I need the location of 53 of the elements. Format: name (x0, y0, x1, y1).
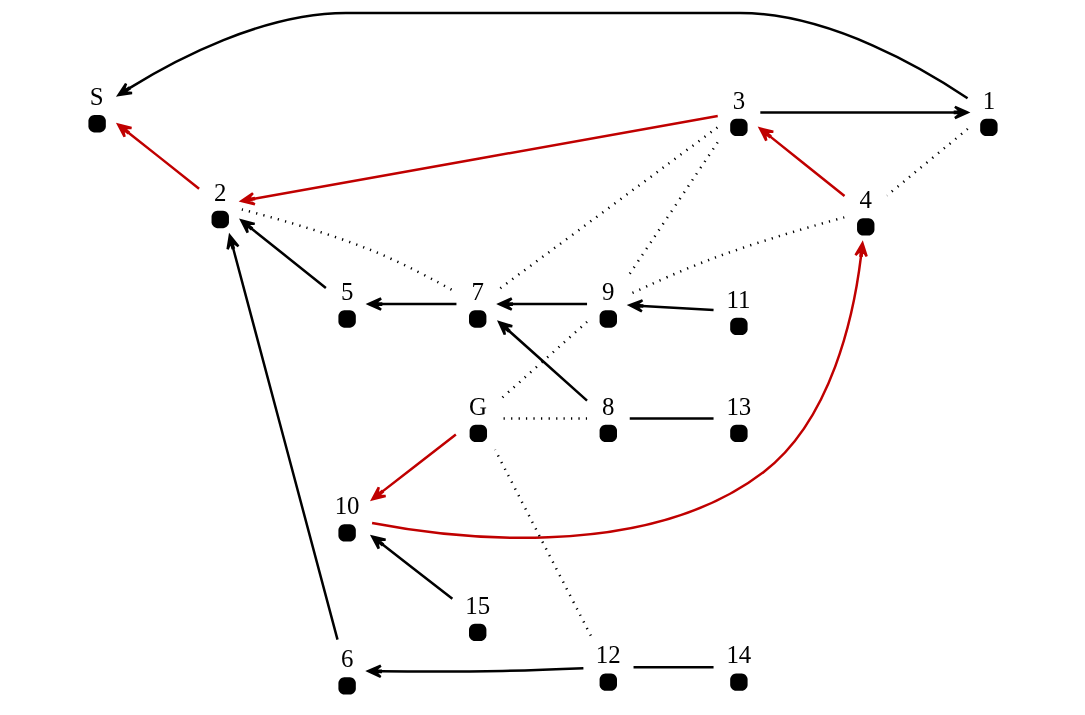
node-label: 1 (982, 86, 995, 114)
node-circle (599, 310, 617, 328)
node-circle (979, 118, 998, 137)
node-circle (468, 310, 486, 328)
arrow (116, 123, 200, 190)
arrow (370, 535, 453, 600)
node-circle (729, 317, 748, 336)
node-circle (468, 623, 486, 642)
arrow (628, 299, 714, 313)
connector (497, 126, 718, 291)
node-label: 13 (725, 392, 751, 420)
node-label: 15 (464, 591, 490, 619)
connector (628, 141, 719, 275)
node-circle (337, 677, 356, 695)
arrow (116, 11, 968, 100)
node-label: G (468, 392, 487, 420)
arrow (759, 105, 969, 120)
arrow (370, 433, 457, 501)
node-label: 4 (859, 186, 872, 214)
node-label: 8 (601, 392, 615, 420)
node-label: 2 (213, 178, 226, 206)
node-label: 12 (595, 641, 621, 669)
node-circle (729, 424, 748, 443)
node-label: 6 (340, 645, 353, 673)
arrow (225, 234, 339, 640)
connector (493, 449, 592, 637)
node-circle (211, 210, 229, 229)
node-label: 5 (340, 278, 353, 306)
arrow (366, 297, 456, 311)
node-label: 3 (732, 86, 745, 114)
node-circle (599, 673, 617, 691)
node-circle (599, 424, 617, 443)
node-label: 11 (725, 285, 750, 313)
node-circle (337, 524, 356, 542)
node-circle (469, 424, 487, 443)
node-circle (729, 673, 748, 691)
arrow (366, 664, 583, 679)
node-label: 10 (334, 492, 360, 520)
arrow (758, 127, 845, 197)
arrow (371, 242, 868, 539)
arrow (239, 114, 718, 206)
node-label: 9 (601, 278, 615, 306)
node-circle (337, 310, 356, 328)
arrow (497, 297, 587, 311)
arrow (239, 219, 327, 289)
node-circle (87, 114, 106, 133)
node-label: 14 (725, 641, 751, 669)
node-label: S (89, 83, 103, 111)
node-label: 7 (470, 278, 484, 306)
node-circle (729, 118, 748, 137)
node-circle (856, 218, 874, 236)
connector (629, 417, 714, 420)
connector (633, 665, 714, 669)
